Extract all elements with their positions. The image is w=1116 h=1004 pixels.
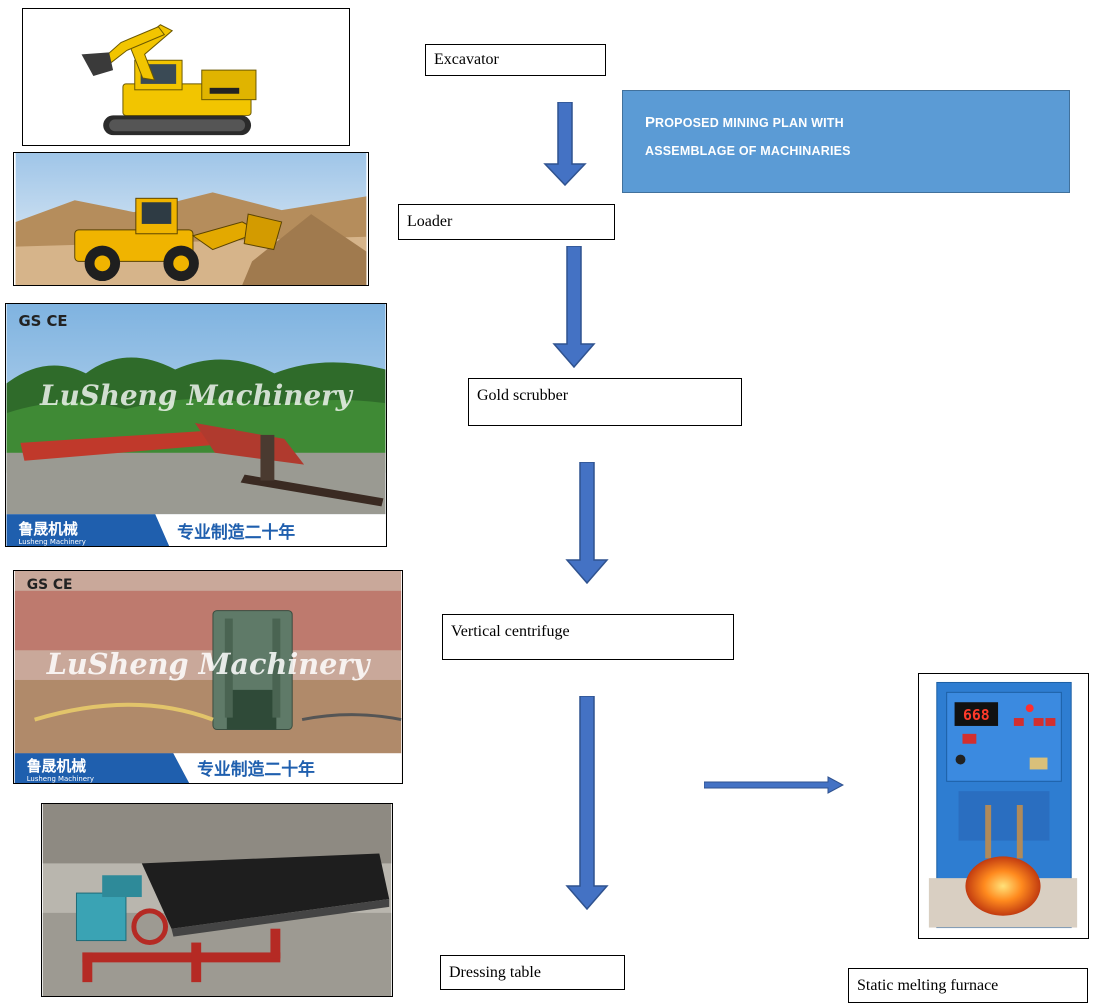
vertical-centrifuge-photo: LuSheng Machinery GS CE 鲁晟机械 Lusheng Mac… xyxy=(13,570,403,784)
static-melting-furnace-label: Static melting furnace xyxy=(848,968,1088,1003)
centrifuge-watermark: LuSheng Machinery xyxy=(46,647,372,681)
scrubber-cert-marks: GS CE xyxy=(18,312,67,330)
right-arrow-icon xyxy=(704,776,844,794)
scrubber-brand-cn: 鲁晟机械 xyxy=(18,520,78,538)
furnace-display-readout: 668 xyxy=(963,707,990,724)
dressing-table-label: Dressing table xyxy=(440,955,625,990)
scrubber-watermark: LuSheng Machinery xyxy=(39,379,354,412)
proposed-mining-plan-callout: PROPOSED MINING PLAN WITH ASSEMBLAGE OF … xyxy=(622,90,1070,193)
excavator-photo xyxy=(22,8,350,146)
centrifuge-brand-cn: 鲁晟机械 xyxy=(27,757,87,775)
centrifuge-slogan-cn: 专业制造二十年 xyxy=(197,759,315,779)
scrubber-slogan-cn: 专业制造二十年 xyxy=(177,522,295,542)
gold-scrubber-photo: LuSheng Machinery GS CE 鲁晟机械 Lusheng Mac… xyxy=(5,303,387,547)
down-arrow-icon xyxy=(552,246,596,368)
callout-line-2: ASSEMBLAGE OF MACHINARIES xyxy=(645,144,851,158)
vertical-centrifuge-label: Vertical centrifuge xyxy=(442,614,734,660)
callout-line-1: PROPOSED MINING PLAN WITH xyxy=(645,109,1047,137)
loader-label: Loader xyxy=(398,204,615,240)
loader-photo xyxy=(13,152,369,286)
static-melting-furnace-photo: 668 xyxy=(918,673,1089,939)
dressing-table-photo xyxy=(41,803,393,997)
callout-line-1-rest: ROPOSED MINING PLAN WITH xyxy=(655,116,844,130)
centrifuge-brand-en: Lusheng Machinery xyxy=(27,775,94,783)
centrifuge-cert-marks: GS CE xyxy=(27,577,73,593)
down-arrow-icon xyxy=(565,696,609,910)
down-arrow-icon xyxy=(565,462,609,584)
excavator-label: Excavator xyxy=(425,44,606,76)
callout-line-1-initial: P xyxy=(645,114,656,131)
down-arrow-icon xyxy=(543,102,587,186)
scrubber-brand-en: Lusheng Machinery xyxy=(18,538,85,546)
gold-scrubber-label: Gold scrubber xyxy=(468,378,742,426)
